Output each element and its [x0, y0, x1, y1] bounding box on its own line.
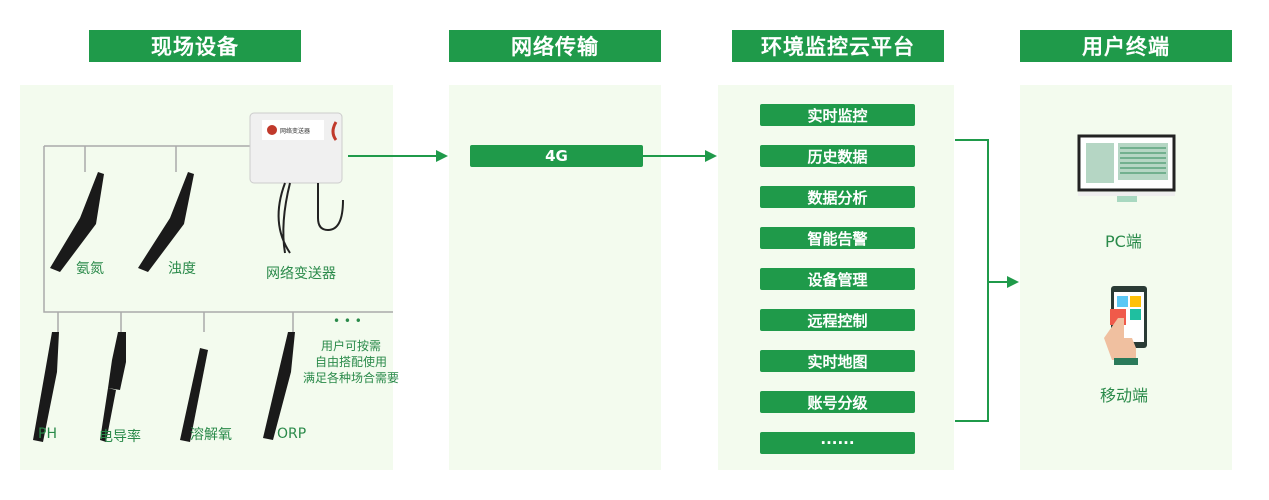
pc-monitor-icon: [1077, 134, 1176, 202]
note-line: 满足各种场合需要: [302, 371, 399, 385]
conductivity-sensor-icon: [100, 332, 126, 442]
label-conductivity: 电导率: [99, 429, 141, 445]
note-line: 自由搭配使用: [314, 355, 387, 369]
do-sensor-icon: [180, 348, 208, 442]
ph-sensor-icon: [33, 332, 59, 442]
mobile-phone-icon: [1104, 286, 1147, 365]
platform-item: 远程控制: [760, 309, 915, 331]
more-ellipsis: • • •: [333, 314, 362, 328]
header-field-devices: 现场设备: [89, 30, 301, 62]
label-transmitter: 网络变送器: [266, 266, 336, 282]
platform-item: 实时地图: [760, 350, 915, 372]
platform-item: 实时监控: [760, 104, 915, 126]
flow-arrows: [348, 139, 1019, 422]
orp-sensor-icon: [263, 332, 295, 440]
sensor-wiring: [43, 145, 393, 332]
note-line: 用户可按需: [320, 339, 381, 353]
label-mobile: 移动端: [1100, 386, 1149, 405]
label-turbidity: 浊度: [168, 261, 196, 277]
sensor-icons: [33, 172, 295, 442]
label-orp: ORP: [277, 426, 307, 442]
label-dissolved-oxygen: 溶解氧: [190, 427, 232, 443]
platform-item: 智能告警: [760, 227, 915, 249]
label-pc: PC端: [1105, 232, 1142, 251]
custom-note: 用户可按需 自由搭配使用 满足各种场合需要: [296, 338, 406, 386]
header-user-terminal: 用户终端: [1020, 30, 1232, 62]
platform-item: 历史数据: [760, 145, 915, 167]
label-ph: PH: [38, 426, 57, 442]
platform-item: 数据分析: [760, 186, 915, 208]
platform-item: 设备管理: [760, 268, 915, 290]
turbidity-sensor-icon: [138, 172, 194, 272]
header-cloud-platform: 环境监控云平台: [732, 30, 944, 62]
header-network: 网络传输: [449, 30, 661, 62]
network-4g: 4G: [470, 145, 643, 167]
transmitter-icon: 网络变送器: [249, 112, 344, 254]
transmitter-badge-text: 网络变送器: [280, 127, 310, 135]
label-ammonia: 氨氮: [76, 261, 104, 277]
ammonia-sensor-icon: [50, 172, 104, 272]
platform-item-more: ······: [760, 432, 915, 454]
platform-item: 账号分级: [760, 391, 915, 413]
